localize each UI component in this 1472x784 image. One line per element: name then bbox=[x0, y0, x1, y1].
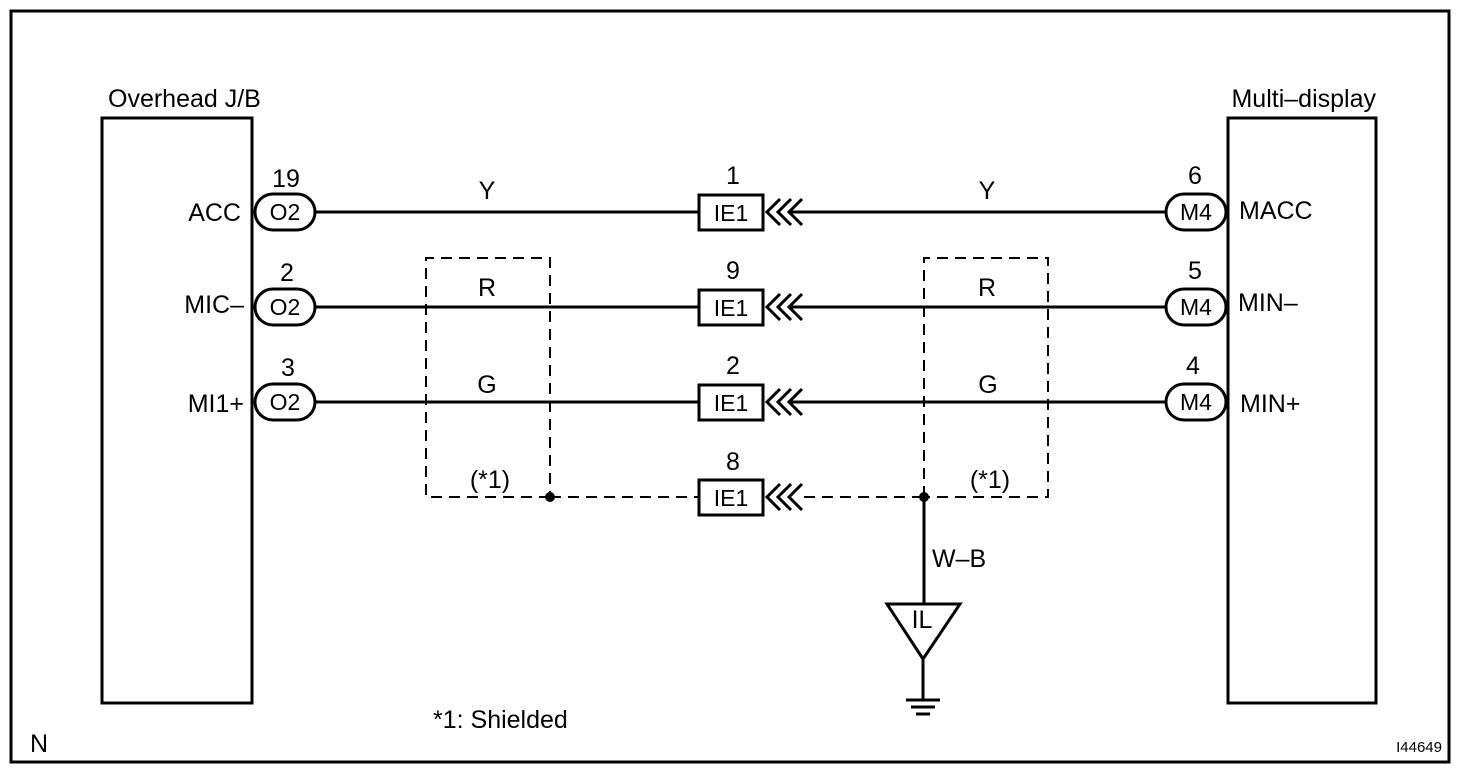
right-pin-number: 5 bbox=[1188, 257, 1202, 285]
left-pin-number: 3 bbox=[281, 354, 295, 382]
left-connector-label: O2 bbox=[270, 199, 301, 225]
wire-right-color: G bbox=[978, 371, 997, 399]
shield-mid-connector-ie1 bbox=[697, 478, 765, 517]
left-shield-label: (*1) bbox=[470, 466, 510, 494]
connector-arrow-icon bbox=[764, 482, 804, 512]
multi-display-box bbox=[1226, 116, 1378, 705]
mid-connector-ie1 bbox=[697, 383, 765, 422]
mid-pin-number: 9 bbox=[726, 257, 740, 285]
right-connector-label: M4 bbox=[1180, 389, 1212, 415]
row-mic-minus: MIC– 2 O2 R 9 IE1 R 5 M4 MIN– bbox=[184, 257, 1298, 327]
wire-left-color: R bbox=[478, 274, 496, 302]
mid-connector-label: IE1 bbox=[714, 200, 749, 226]
row-mi1-plus: MI1+ 3 O2 G 2 IE1 G 4 M4 MIN+ bbox=[188, 352, 1300, 422]
overhead-jb-box bbox=[100, 116, 254, 705]
corner-left-mark: N bbox=[30, 730, 48, 758]
right-terminal-label: MACC bbox=[1239, 197, 1313, 225]
left-shield-outline bbox=[425, 257, 551, 498]
mid-connector-ie1 bbox=[697, 288, 765, 327]
wire-right-color: R bbox=[978, 274, 996, 302]
footnote: *1: Shielded bbox=[433, 706, 568, 734]
row-acc: ACC 19 O2 Y 1 IE1 Y 6 M4 MACC bbox=[188, 162, 1313, 232]
left-connector-label: O2 bbox=[270, 389, 301, 415]
ground-wire-color: W–B bbox=[932, 545, 986, 573]
shield-group: (*1) (*1) 8 IE1 W–B IL bbox=[425, 257, 1049, 716]
connector-arrow-icon bbox=[764, 292, 804, 322]
connector-arrow-icon bbox=[764, 387, 804, 417]
wire-left-color: G bbox=[477, 371, 496, 399]
figure-id: I44649 bbox=[1396, 739, 1442, 756]
left-pin-number: 19 bbox=[272, 165, 300, 193]
right-connector-label: M4 bbox=[1180, 294, 1212, 320]
right-shield-outline bbox=[923, 257, 1049, 498]
diagram-frame bbox=[9, 9, 1451, 764]
right-pin-number: 6 bbox=[1188, 162, 1202, 190]
ground-symbol-icon bbox=[906, 698, 940, 716]
shield-mid-connector-label: IE1 bbox=[714, 485, 749, 511]
ground-point-triangle-icon bbox=[884, 602, 963, 662]
left-component-title: Overhead J/B bbox=[108, 85, 261, 113]
left-connector-label: O2 bbox=[270, 294, 301, 320]
right-connector-m4 bbox=[1164, 382, 1228, 422]
left-pin-number: 2 bbox=[280, 259, 294, 287]
ground-point-label: IL bbox=[912, 606, 933, 634]
shield-mid-pin-number: 8 bbox=[726, 448, 740, 476]
right-terminal-label: MIN+ bbox=[1240, 390, 1300, 418]
mid-pin-number: 1 bbox=[726, 162, 740, 190]
right-pin-number: 4 bbox=[1186, 352, 1200, 380]
right-shield-label: (*1) bbox=[970, 466, 1010, 494]
right-component-title: Multi–display bbox=[1231, 85, 1376, 113]
wire-left-color: Y bbox=[479, 177, 496, 205]
left-terminal-label: MI1+ bbox=[188, 390, 244, 418]
mid-connector-label: IE1 bbox=[714, 390, 749, 416]
mid-connector-label: IE1 bbox=[714, 295, 749, 321]
left-terminal-label: MIC– bbox=[184, 291, 244, 319]
right-connector-label: M4 bbox=[1180, 199, 1212, 225]
connector-arrow-icon bbox=[764, 197, 804, 227]
mid-pin-number: 2 bbox=[726, 352, 740, 380]
right-connector-m4 bbox=[1164, 287, 1228, 327]
left-terminal-label: ACC bbox=[188, 199, 241, 227]
wire-right-color: Y bbox=[979, 177, 996, 205]
right-terminal-label: MIN– bbox=[1238, 289, 1298, 317]
right-connector-m4 bbox=[1164, 192, 1228, 232]
mid-connector-ie1 bbox=[697, 193, 765, 232]
